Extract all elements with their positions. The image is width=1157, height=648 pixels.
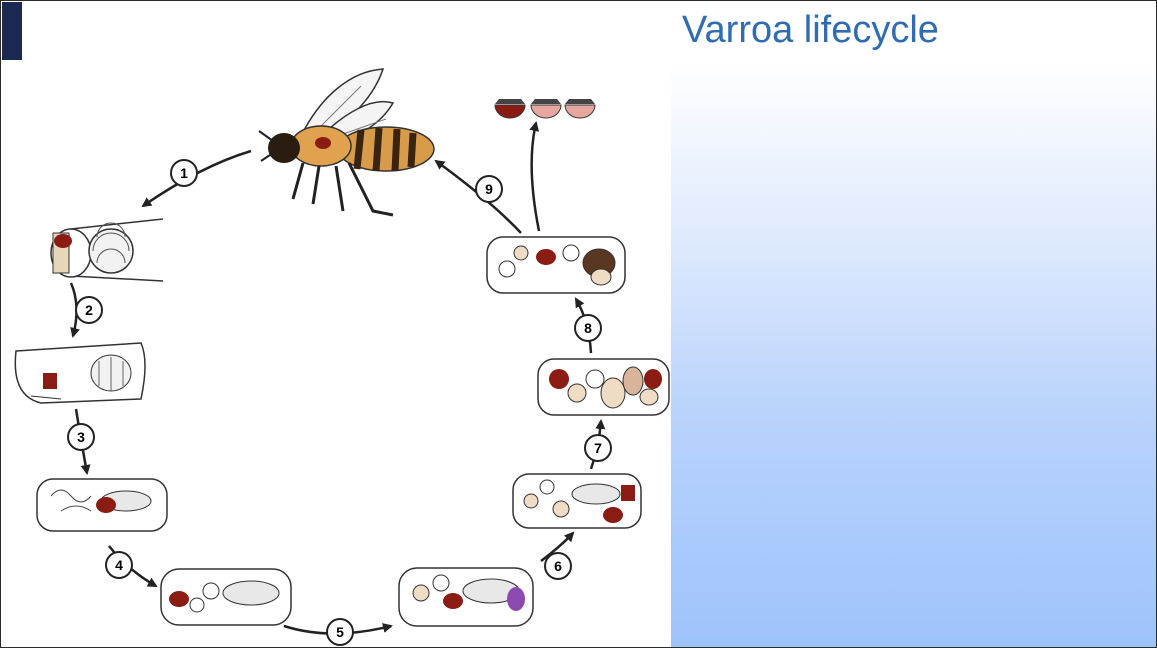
step-9: 9 bbox=[476, 176, 502, 202]
slide-title: Varroa lifecycle bbox=[682, 9, 939, 52]
step-6-label: 6 bbox=[554, 558, 562, 574]
brood-cell-icon bbox=[487, 237, 625, 293]
brood-cell-icon bbox=[37, 479, 167, 531]
gradient-panel bbox=[671, 61, 1157, 648]
slide-accent-band bbox=[2, 2, 22, 60]
step-8-label: 8 bbox=[584, 320, 592, 336]
varroa-mite-icon bbox=[315, 137, 331, 149]
step-1-label: 1 bbox=[180, 165, 188, 181]
step-6: 6 bbox=[545, 553, 571, 579]
varroa-lifecycle-diagram: 1 2 3 4 5 6 7 8 bbox=[1, 61, 671, 648]
brood-cell-icon bbox=[51, 219, 163, 281]
step-7-label: 7 bbox=[594, 440, 602, 456]
cycle-arrows bbox=[71, 123, 601, 634]
brood-cell-icon bbox=[513, 474, 641, 528]
brood-cell-icon bbox=[161, 569, 291, 625]
larva-icon bbox=[89, 229, 133, 273]
step-5-label: 5 bbox=[336, 624, 344, 640]
step-3-label: 3 bbox=[77, 429, 85, 445]
step-2-label: 2 bbox=[85, 302, 93, 318]
brood-cell-icon bbox=[399, 568, 533, 626]
step-2: 2 bbox=[76, 297, 102, 323]
brood-cell-icon bbox=[15, 343, 145, 403]
step-4-label: 4 bbox=[115, 557, 123, 573]
step-9-label: 9 bbox=[485, 181, 493, 197]
brood-cell-icon bbox=[538, 359, 669, 415]
honeybee-icon bbox=[259, 69, 434, 215]
step-3: 3 bbox=[68, 424, 94, 450]
step-5: 5 bbox=[327, 619, 353, 645]
step-7: 7 bbox=[585, 435, 611, 461]
step-8: 8 bbox=[575, 315, 601, 341]
emerging-mites bbox=[495, 99, 595, 118]
step-1: 1 bbox=[171, 160, 197, 186]
step-4: 4 bbox=[106, 552, 132, 578]
